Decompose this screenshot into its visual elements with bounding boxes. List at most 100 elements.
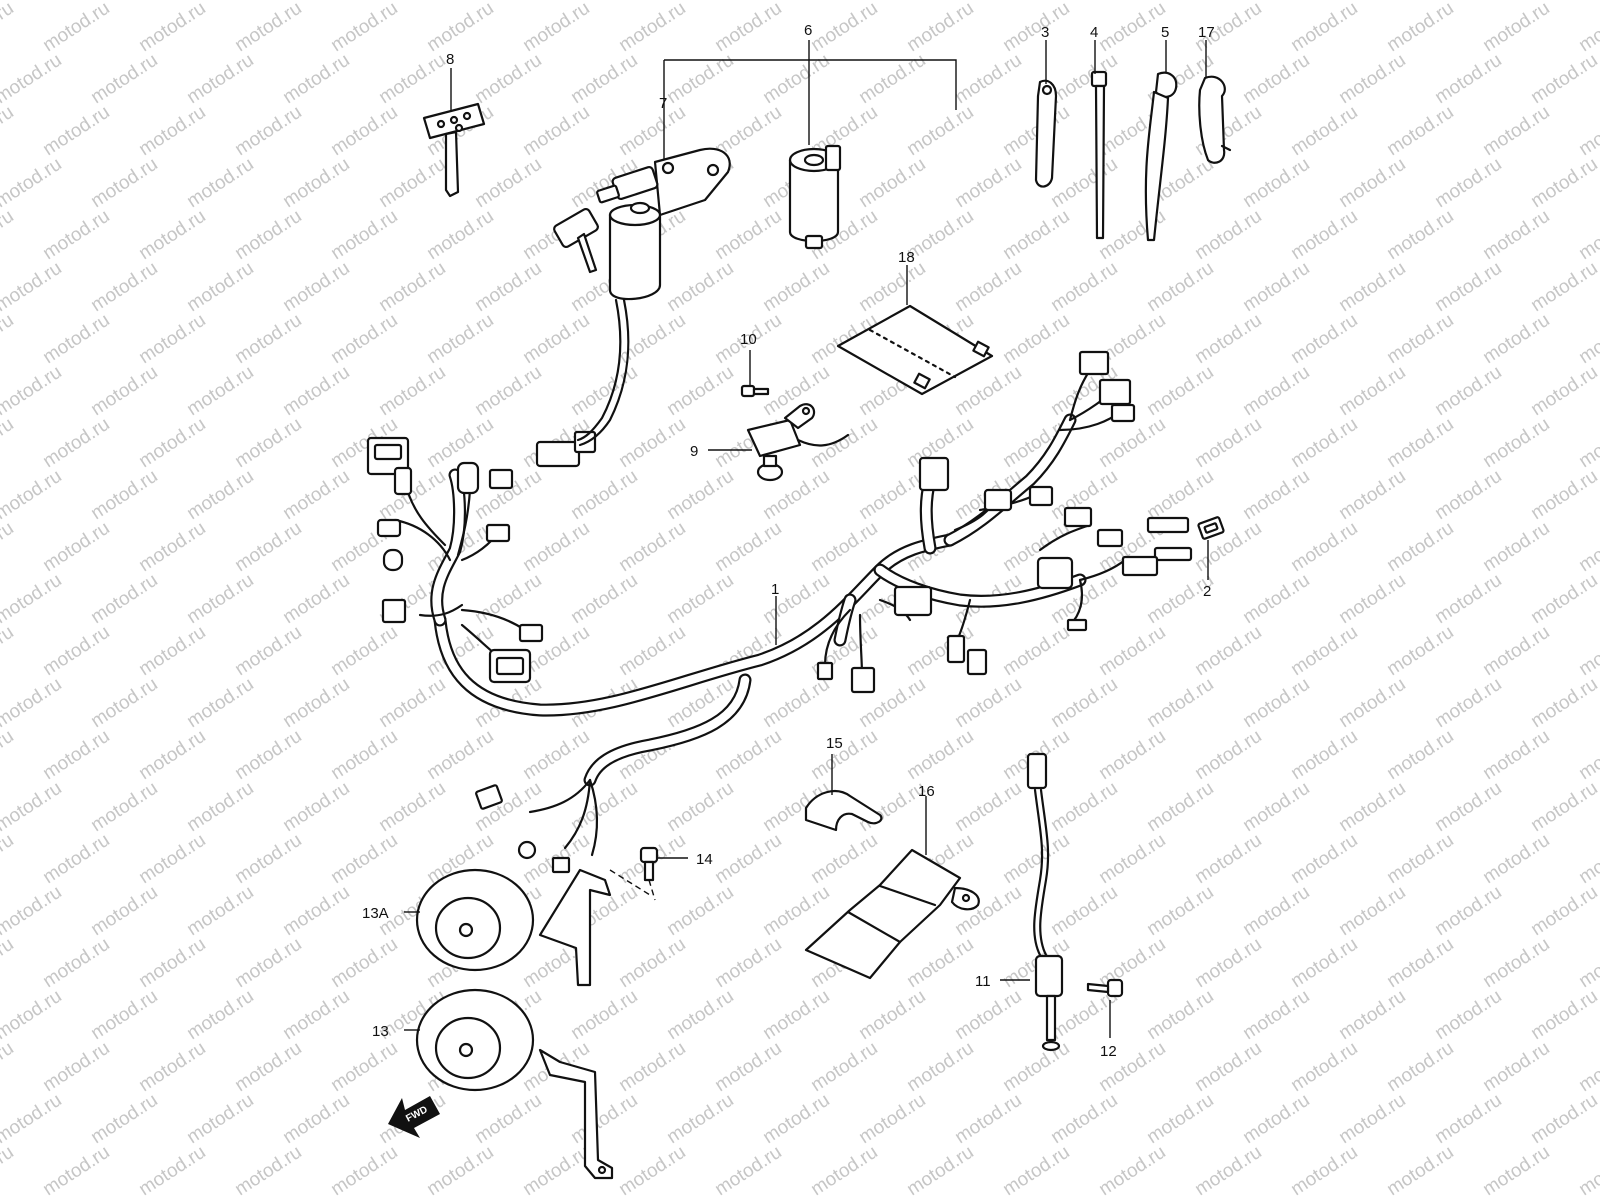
watermark-text: motod.ru <box>567 570 641 628</box>
watermark-text: motod.ru <box>1527 258 1600 316</box>
watermark-text: motod.ru <box>951 258 1025 316</box>
watermark-text: motod.ru <box>39 102 113 160</box>
watermark-text: motod.ru <box>1287 1038 1361 1096</box>
watermark-text: motod.ru <box>615 934 689 992</box>
part-7-ignition-switch <box>553 147 731 447</box>
watermark-text: motod.ru <box>1047 258 1121 316</box>
watermark-text: motod.ru <box>0 674 66 732</box>
watermark-text: motod.ru <box>855 466 929 524</box>
watermark-text: motod.ru <box>903 934 977 992</box>
part-15-cover <box>804 790 883 832</box>
watermark-text: motod.ru <box>855 50 929 108</box>
watermark-text: motod.ru <box>135 622 209 680</box>
watermark-text: motod.ru <box>183 674 257 732</box>
part-6-lock-cylinder <box>788 144 842 250</box>
watermark-text: motod.ru <box>1575 726 1600 784</box>
watermark-text: motod.ru <box>1047 154 1121 212</box>
watermark-text: motod.ru <box>135 1038 209 1096</box>
part-5-cable-tie <box>1144 71 1178 242</box>
watermark-text: motod.ru <box>1431 466 1505 524</box>
watermark-text: motod.ru <box>951 674 1025 732</box>
watermark-text: motod.ru <box>1527 362 1600 420</box>
watermark-text: motod.ru <box>1479 102 1553 160</box>
watermark-text: motod.ru <box>855 1090 929 1148</box>
watermark-text: motod.ru <box>663 258 737 316</box>
watermark-text: motod.ru <box>87 674 161 732</box>
watermark-text: motod.ru <box>711 206 785 264</box>
watermark-text: motod.ru <box>1143 882 1217 940</box>
watermark-text: motod.ru <box>1191 726 1265 784</box>
watermark-text: motod.ru <box>87 50 161 108</box>
watermark-text: motod.ru <box>615 518 689 576</box>
watermark-text: motod.ru <box>183 778 257 836</box>
watermark-text: motod.ru <box>0 986 66 1044</box>
watermark-text: motod.ru <box>1479 934 1553 992</box>
watermark-text: motod.ru <box>39 310 113 368</box>
watermark-text: motod.ru <box>231 934 305 992</box>
watermark-text: motod.ru <box>1335 154 1409 212</box>
watermark-text: motod.ru <box>39 830 113 888</box>
watermark-text: motod.ru <box>39 1142 113 1200</box>
watermark-text: motod.ru <box>711 518 785 576</box>
watermark-text: motod.ru <box>1239 882 1313 940</box>
watermark-text: motod.ru <box>999 0 1073 56</box>
watermark-text: motod.ru <box>327 622 401 680</box>
watermark-text: motod.ru <box>1383 726 1457 784</box>
watermark-text: motod.ru <box>1239 778 1313 836</box>
watermark-text: motod.ru <box>1527 1090 1600 1148</box>
watermark-text: motod.ru <box>327 830 401 888</box>
watermark-text: motod.ru <box>0 102 18 160</box>
watermark-text: motod.ru <box>327 102 401 160</box>
watermark-text: motod.ru <box>999 206 1073 264</box>
watermark-text: motod.ru <box>1239 674 1313 732</box>
watermark-text: motod.ru <box>1479 206 1553 264</box>
watermark-text: motod.ru <box>0 726 18 784</box>
watermark-text: motod.ru <box>1239 50 1313 108</box>
callout-11: 11 <box>975 973 991 990</box>
watermark-text: motod.ru <box>39 1038 113 1096</box>
watermark-text: motod.ru <box>615 1142 689 1200</box>
watermark-text: motod.ru <box>279 778 353 836</box>
watermark-text: motod.ru <box>471 362 545 420</box>
watermark-text: motod.ru <box>135 0 209 56</box>
callout-4: 4 <box>1090 24 1098 41</box>
watermark-text: motod.ru <box>135 206 209 264</box>
watermark-text: motod.ru <box>183 986 257 1044</box>
watermark-text: motod.ru <box>951 778 1025 836</box>
watermark-text: motod.ru <box>1479 830 1553 888</box>
callout-10: 10 <box>740 331 757 348</box>
watermark-text: motod.ru <box>375 154 449 212</box>
watermark-text: motod.ru <box>135 726 209 784</box>
watermark-text: motod.ru <box>663 362 737 420</box>
watermark-text: motod.ru <box>1287 310 1361 368</box>
watermark-text: motod.ru <box>1335 50 1409 108</box>
watermark-text: motod.ru <box>231 0 305 56</box>
callout-1: 1 <box>771 581 779 598</box>
watermark-text: motod.ru <box>807 830 881 888</box>
watermark-text: motod.ru <box>951 154 1025 212</box>
watermark-text: motod.ru <box>1287 414 1361 472</box>
watermark-text: motod.ru <box>711 1142 785 1200</box>
watermark-text: motod.ru <box>1191 830 1265 888</box>
watermark-text: motod.ru <box>1047 674 1121 732</box>
watermark-text: motod.ru <box>1575 1038 1600 1096</box>
watermark-text: motod.ru <box>663 1090 737 1148</box>
watermark-text: motod.ru <box>519 102 593 160</box>
callout-15: 15 <box>826 735 843 752</box>
watermark-text: motod.ru <box>279 154 353 212</box>
watermark-text: motod.ru <box>951 50 1025 108</box>
watermark-text: motod.ru <box>0 622 18 680</box>
watermark-text: motod.ru <box>87 986 161 1044</box>
watermark-text: motod.ru <box>759 50 833 108</box>
watermark-text: motod.ru <box>231 518 305 576</box>
watermark-text: motod.ru <box>1575 830 1600 888</box>
watermark-text: motod.ru <box>1575 310 1600 368</box>
watermark-text: motod.ru <box>663 778 737 836</box>
watermark-text: motod.ru <box>327 934 401 992</box>
watermark-text: motod.ru <box>1527 570 1600 628</box>
watermark-text: motod.ru <box>1383 1142 1457 1200</box>
part-3-clamp <box>1034 79 1058 188</box>
watermark-text: motod.ru <box>0 154 66 212</box>
watermark-text: motod.ru <box>231 414 305 472</box>
callout-13: 13 <box>372 1023 389 1040</box>
